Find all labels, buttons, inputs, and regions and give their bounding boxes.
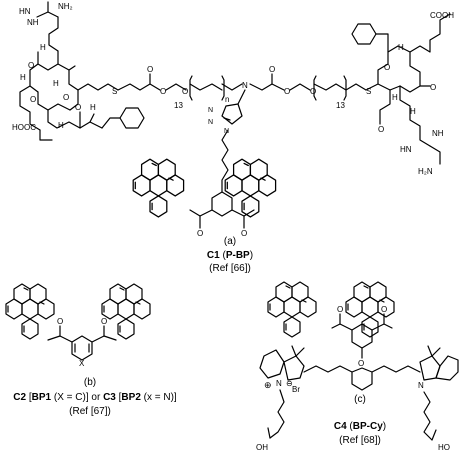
atom-n-c-left: N	[276, 379, 282, 388]
atom-o-peg-left-2: O	[182, 87, 188, 96]
panel-a-compound-name: P-BP	[225, 250, 250, 261]
atom-n-center: N	[242, 81, 248, 90]
panel-c-structure: O O O N ⊕ ⊖ Br OH N HO	[256, 281, 459, 452]
atom-o-ester-right: O	[269, 65, 275, 74]
atom-o-right-2: O	[430, 83, 436, 92]
panel-c-ref: (Ref [68])	[339, 435, 381, 446]
left-guanidine-group: HN NH₂ NH	[19, 1, 73, 52]
panel-b-structure: O O X	[5, 283, 151, 368]
atom-o-core-right: O	[241, 229, 247, 238]
atom-o-right-1: O	[384, 63, 390, 72]
atom-n-triazole-1: N	[208, 107, 213, 114]
atom-o-core-left: O	[197, 229, 203, 238]
atom-o-peg-left: O	[160, 87, 166, 96]
left-peptide-ring: O H H H O O H O H HOOC	[12, 43, 145, 141]
charge-minus: ⊖	[286, 379, 293, 388]
triazole-linker: N N N	[208, 89, 246, 193]
atom-h-right-2: H	[410, 107, 416, 116]
atom-nh-right: H	[398, 43, 404, 52]
panel-b-x2: (x = N)]	[143, 392, 177, 403]
atom-o-c-ketone-right: O	[381, 305, 387, 314]
atom-o-peg-right-2: O	[310, 87, 316, 96]
atom-n-c-right: N	[418, 381, 424, 390]
atom-o-c-ketone-left: O	[337, 305, 343, 314]
atom-o-left-1: O	[28, 61, 34, 70]
atom-s-left: S	[112, 87, 117, 96]
atom-o-left-4: O	[75, 103, 81, 112]
charge-plus: ⊕	[264, 380, 272, 390]
panel-c-compound-id: C4	[333, 421, 347, 432]
atom-h-left-2: H	[40, 43, 46, 52]
right-peptide-ring: COOH H O O H O H HN NH H₂N	[351, 11, 454, 176]
atom-oh-left: OH	[256, 443, 268, 452]
atom-o-left-2: O	[30, 95, 36, 104]
panel-a-title: C1 (P-BP)	[206, 250, 254, 261]
atom-o-left-3: O	[63, 93, 69, 102]
atom-o-b-left: O	[57, 317, 63, 326]
panel-a-letter: (a)	[223, 236, 237, 247]
panel-b-bp2: BP2	[121, 392, 141, 403]
atom-o-right-3: O	[378, 125, 384, 134]
atom-nh-right-2: NH	[432, 129, 444, 138]
panel-b-c3: C3	[103, 392, 116, 403]
panel-a-ref: (Ref [66])	[209, 263, 251, 274]
atom-h-right-1: H	[392, 93, 398, 102]
atom-h-left-1: H	[53, 79, 59, 88]
atom-nh-left: NH	[27, 18, 39, 27]
atom-hn-left: HN	[19, 7, 31, 16]
atom-h2n-right: H₂N	[418, 167, 433, 176]
atom-h-left-3: H	[20, 73, 26, 82]
panel-c-letter: (c)	[354, 394, 366, 405]
repeat-13-left: 13	[174, 101, 183, 110]
atom-o-peg-right: O	[284, 87, 290, 96]
panel-b-x1: (X = C)] or	[53, 392, 101, 403]
panel-c-compound-name: BP-Cy	[352, 421, 383, 432]
atom-o-c-ether: O	[358, 359, 364, 368]
atom-hn-right: HN	[400, 145, 412, 154]
pyrene-benzophenone-core: O O	[132, 158, 277, 238]
atom-o-ester-left: O	[147, 65, 153, 74]
atom-hooc-left: HOOC	[12, 123, 36, 132]
atom-nh2-left: NH₂	[58, 2, 73, 11]
atom-cooh-right: COOH	[430, 11, 454, 20]
atom-n-triazole-2: N	[208, 119, 213, 126]
panel-b-letter: (b)	[83, 377, 97, 388]
atom-x-b: X	[79, 359, 85, 368]
panel-b-ref: (Ref [67])	[69, 406, 111, 417]
panel-b-c2: C2	[13, 392, 27, 403]
repeat-13-right: 13	[336, 101, 345, 110]
panel-b-title: C2 [BP1 (X = C)] or C3 [BP2 (x = N)]	[13, 392, 177, 403]
atom-s-right: S	[366, 87, 371, 96]
atom-h-left-4: H	[58, 121, 64, 130]
atom-br: Br	[292, 385, 300, 394]
peg-backbone: S O O O 13 n N O O O 13 S	[77, 65, 371, 110]
panel-a-compound-id: C1	[206, 250, 220, 261]
atom-o-b-right: O	[101, 317, 107, 326]
atom-h-left-5: H	[90, 103, 96, 112]
panel-c-title: C4 (BP-Cy)	[333, 421, 387, 432]
repeat-n: n	[225, 95, 229, 104]
panel-b-bp1: BP1	[31, 392, 52, 403]
panel-a-structure: HN NH₂ NH O H H H O O H O H H	[12, 1, 454, 238]
atom-ho-right: HO	[438, 443, 450, 452]
